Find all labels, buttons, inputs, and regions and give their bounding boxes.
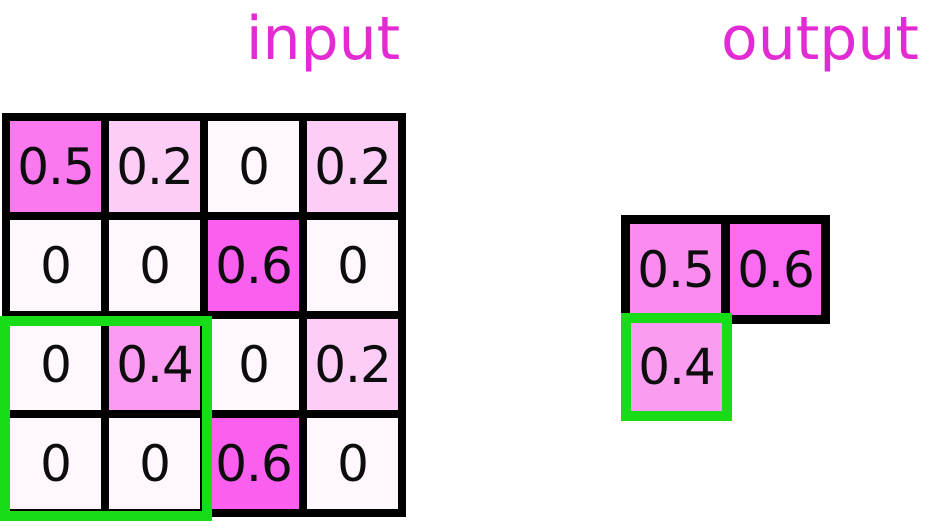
input-cell-r3c4: 0.2 <box>307 319 398 410</box>
input-cell-r2c4: 0 <box>307 220 398 311</box>
input-cell-r4c3: 0.6 <box>208 418 299 509</box>
input-cell-r2c2: 0 <box>109 220 200 311</box>
input-cell-r2c1: 0 <box>10 220 101 311</box>
input-cell-r1c4: 0.2 <box>307 121 398 212</box>
input-cell-r4c2: 0 <box>109 418 200 509</box>
input-cell-r4c1: 0 <box>10 418 101 509</box>
input-cell-r1c2: 0.2 <box>109 121 200 212</box>
input-cell-r1c3: 0 <box>208 121 299 212</box>
output-cell-highlighted: 0.4 <box>621 313 732 421</box>
input-cell-r4c4: 0 <box>307 418 398 509</box>
input-cell-r1c1: 0.5 <box>10 121 101 212</box>
output-cell-r1c1: 0.5 <box>630 224 721 315</box>
input-cell-r3c2: 0.4 <box>109 319 200 410</box>
input-cell-r3c1: 0 <box>10 319 101 410</box>
output-grid: 0.5 0.6 <box>621 215 830 324</box>
input-grid: 0.5 0.2 0 0.2 0 0 0.6 0 0 0.4 0 0.2 0 0 … <box>2 113 406 517</box>
output-title: output <box>721 4 919 74</box>
input-cell-r3c3: 0 <box>208 319 299 410</box>
output-cell-r1c2: 0.6 <box>730 224 821 315</box>
input-cell-r2c3: 0.6 <box>208 220 299 311</box>
input-title: input <box>245 4 401 74</box>
